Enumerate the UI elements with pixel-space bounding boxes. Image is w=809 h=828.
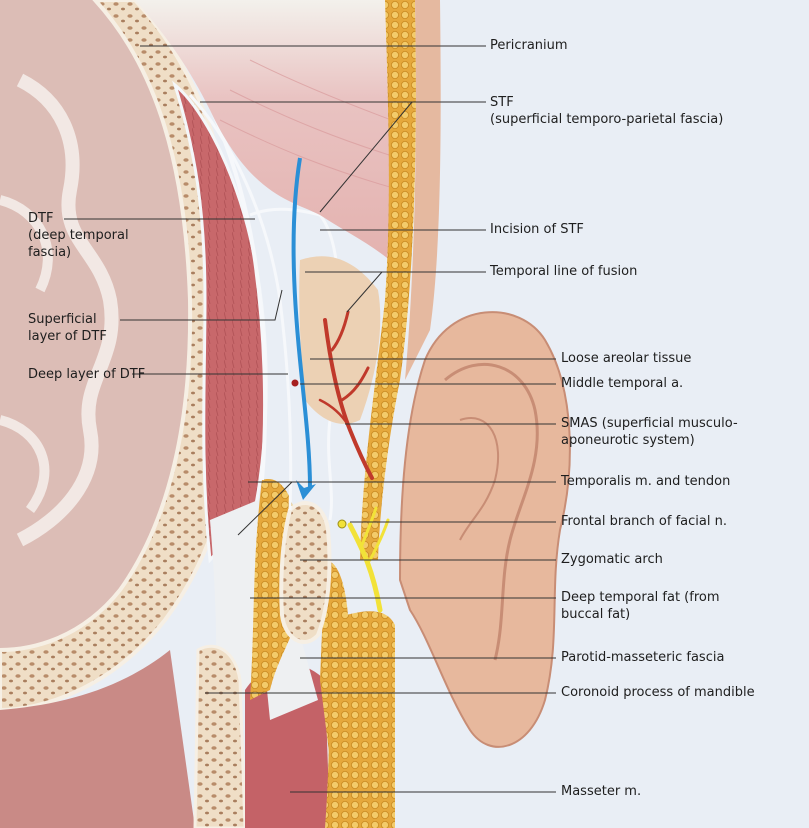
label-deep-layer-dtf: Deep layer of DTF [28,366,145,383]
label-temporalis: Temporalis m. and tendon [561,473,730,490]
label-temporal-line-of-fusion: Temporal line of fusion [490,263,637,280]
label-frontal-branch: Frontal branch of facial n. [561,513,727,530]
label-middle-temporal-artery: Middle temporal a. [561,375,683,392]
label-loose-areolar-tissue: Loose areolar tissue [561,350,691,367]
label-parotid-masseteric-fascia: Parotid-masseteric fascia [561,649,724,666]
label-smas: SMAS (superficial musculo-aponeurotic sy… [561,415,738,449]
label-zygomatic-arch: Zygomatic arch [561,551,663,568]
label-pericranium: Pericranium [490,37,568,54]
label-coronoid-process: Coronoid process of mandible [561,684,755,701]
label-masseter: Masseter m. [561,783,641,800]
label-stf: STF(superficial temporo-parietal fascia) [490,94,723,128]
label-incision-of-stf: Incision of STF [490,221,584,238]
